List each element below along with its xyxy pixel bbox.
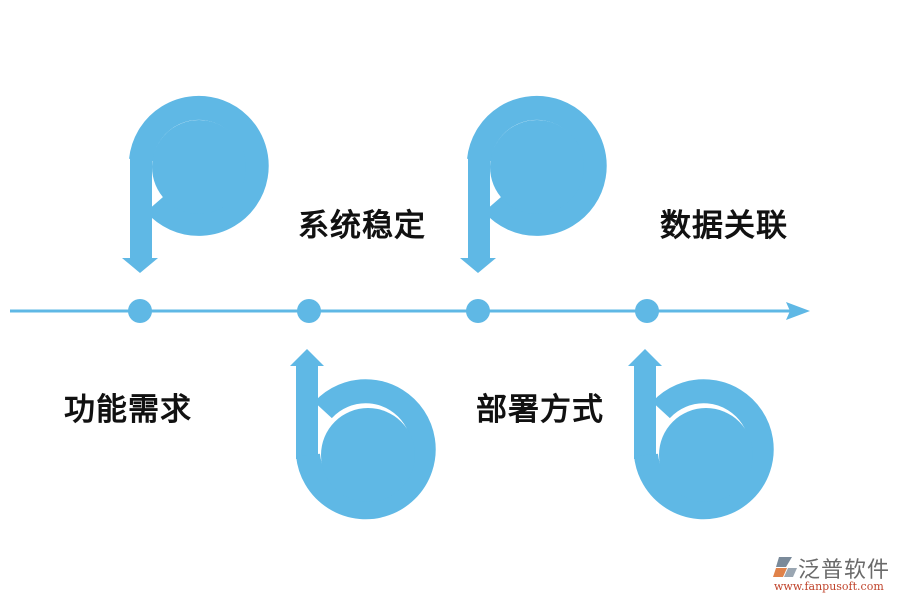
timeline-node-4: [635, 299, 659, 323]
brand-logo: 泛普软件 www.fanpusoft.com: [770, 552, 895, 597]
label-system-stability: 系统稳定: [298, 208, 426, 244]
label-data-association: 数据关联: [660, 208, 788, 244]
p-arrow-icon-1: [122, 95, 269, 273]
label-deployment-method: 部署方式: [476, 392, 604, 428]
b-arrow-icon-1: [290, 349, 436, 520]
logo-brand-name: 泛普软件: [798, 558, 891, 583]
b-arrow-icon-2: [628, 349, 774, 520]
timeline-node-1: [128, 299, 152, 323]
timeline-node-3: [466, 299, 490, 323]
label-functional-requirements: 功能需求: [64, 392, 192, 428]
logo-url: www.fanpusoft.com: [774, 580, 884, 593]
p-arrow-icon-2: [460, 95, 607, 273]
timeline-arrow-head: [786, 302, 810, 320]
timeline-node-2: [297, 299, 321, 323]
fanpu-logo-icon: [773, 557, 797, 577]
